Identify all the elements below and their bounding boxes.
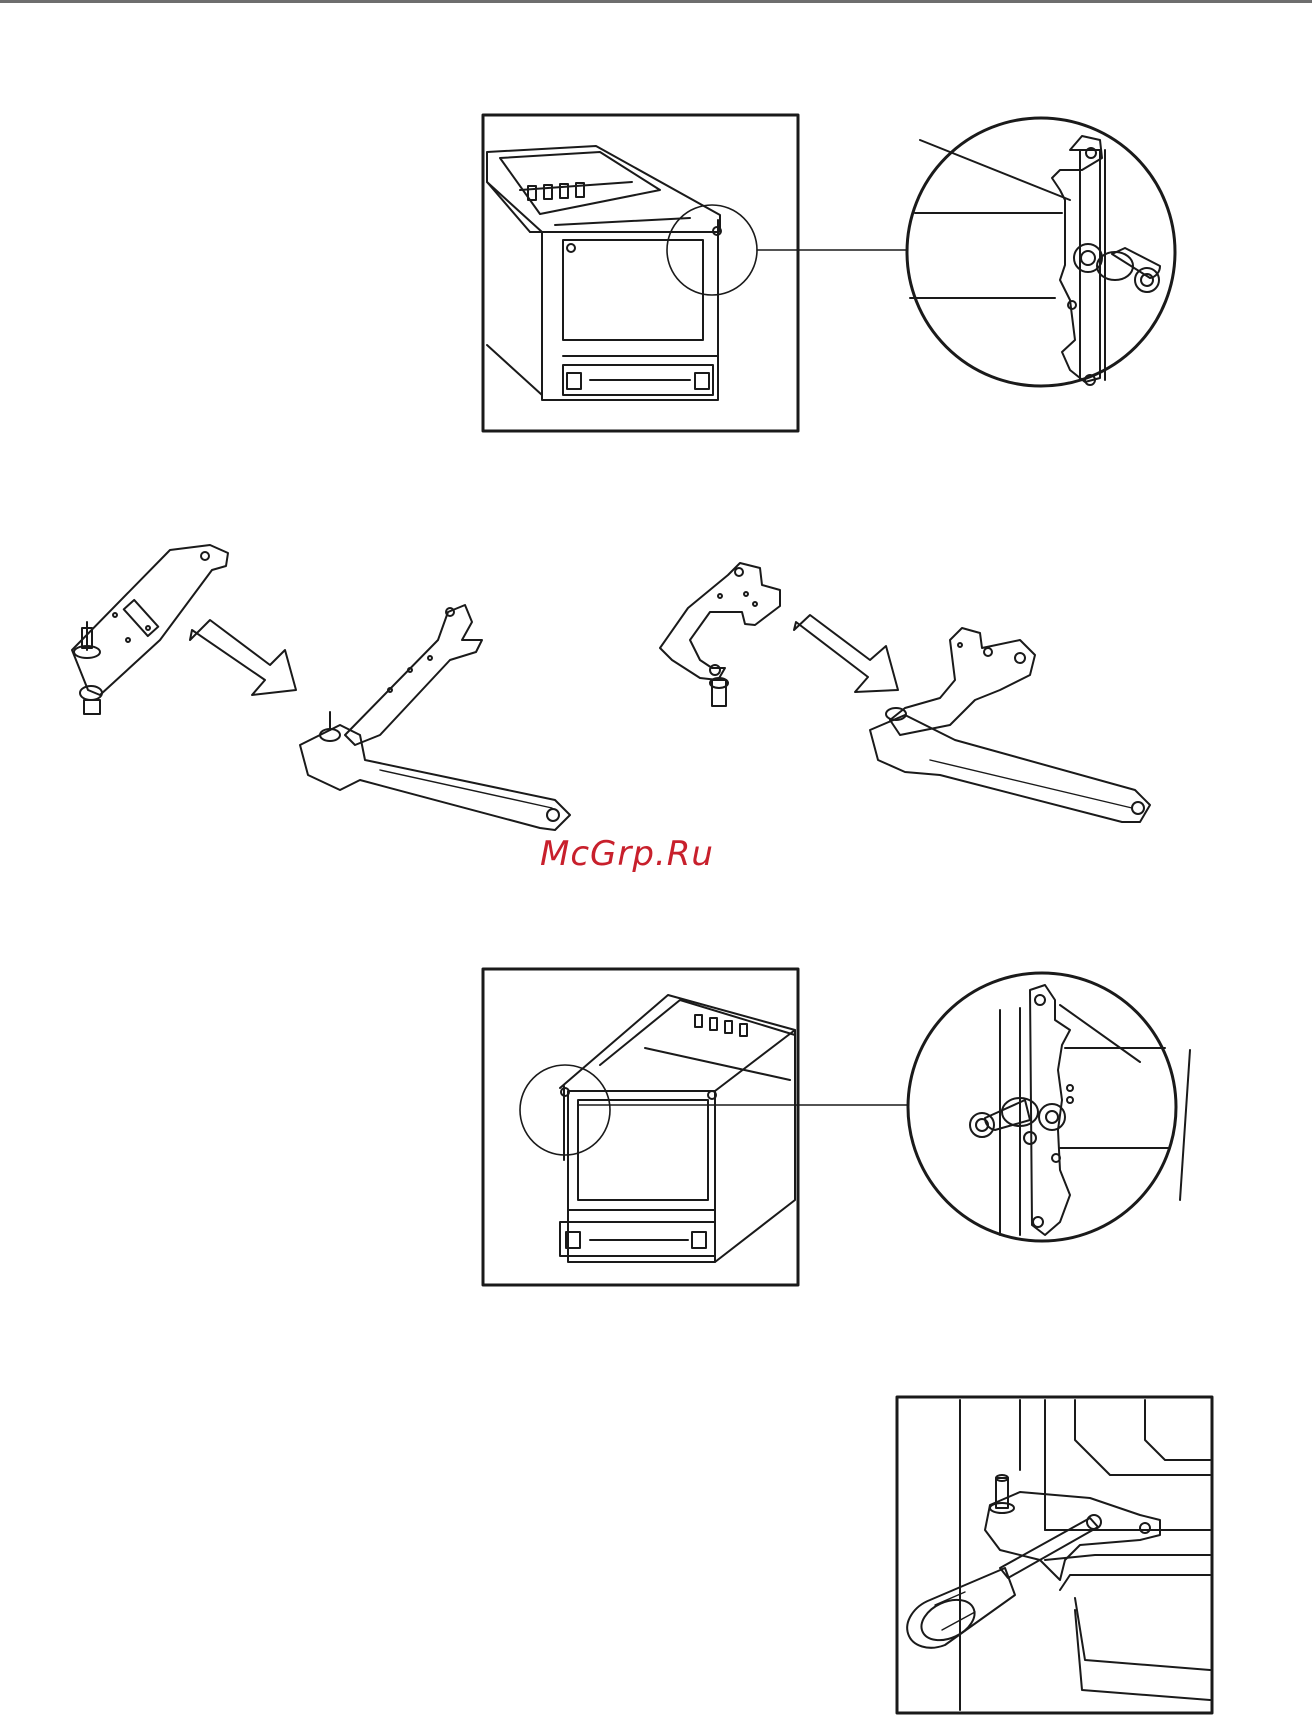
refrigerator-drawing — [560, 995, 795, 1262]
figure-hinge-swap — [72, 545, 1150, 830]
l-hinge-part — [660, 563, 780, 706]
figure-mirror-hinge — [483, 969, 1190, 1285]
arrow-right — [190, 620, 296, 695]
detail-callout-circle — [667, 205, 757, 295]
wrench-with-l-hinge — [870, 628, 1150, 822]
figure-top-hinge — [483, 115, 1175, 431]
watermark-text: McGrp.Ru — [540, 834, 714, 874]
bottom-hinge-drawing — [907, 1400, 1210, 1710]
zoom-hinge-detail — [970, 985, 1190, 1235]
refrigerator-drawing — [487, 146, 721, 400]
hinge-bar-part — [72, 545, 228, 714]
figure-frame — [483, 969, 798, 1285]
wrench-with-hinge-bar — [300, 605, 570, 830]
figure-bottom-hinge — [897, 1397, 1212, 1713]
arrow-right — [794, 615, 898, 692]
zoom-circle — [908, 973, 1176, 1241]
